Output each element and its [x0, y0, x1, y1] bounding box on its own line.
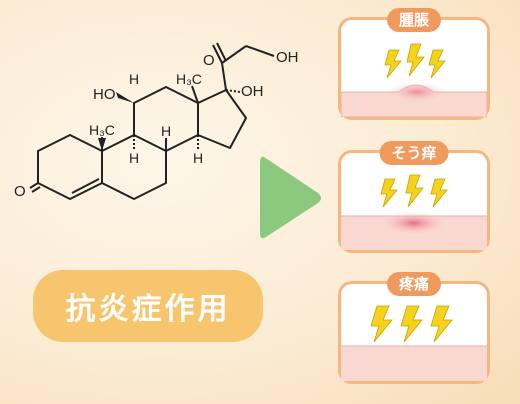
panel-label-itching: そう痒 [379, 141, 449, 165]
ring-c [133, 86, 199, 152]
ketone-o-label: O [14, 183, 26, 200]
lightning-icon [384, 43, 446, 79]
oh-17-label: OH [241, 83, 264, 100]
h-label-c8: H [161, 123, 171, 139]
methyl-c19-label: H₃C [89, 122, 115, 138]
panel-itching: そう痒 [338, 141, 490, 253]
panel-swelling: 腫脹 [338, 8, 490, 120]
side-chain-o-label: O [203, 52, 215, 69]
terminal-oh-label: OH [276, 49, 299, 66]
panel-label-pain: 疼痛 [386, 272, 442, 296]
steroid-molecule-structure: O O OH HO H₃C H₃C OH H H H H [14, 42, 299, 200]
methyl-c18-label: H₃C [176, 71, 202, 87]
skin-layer [341, 346, 487, 381]
ho-11-label: HO [93, 86, 116, 103]
lightning-icon [370, 305, 453, 343]
anti-inflammatory-badge: 抗炎症作用 [33, 270, 263, 342]
lightning-icon [380, 174, 448, 208]
h-label-c11: H [129, 71, 139, 87]
ring-b [101, 134, 167, 200]
h-label-c14: H [193, 150, 203, 166]
h-label-c9: H [129, 150, 139, 166]
right-arrow-icon [260, 156, 321, 239]
ring-d [197, 89, 247, 149]
panel-pain: 疼痛 [338, 272, 490, 384]
ring-a [37, 134, 103, 200]
panel-label-swelling: 腫脹 [386, 8, 442, 32]
